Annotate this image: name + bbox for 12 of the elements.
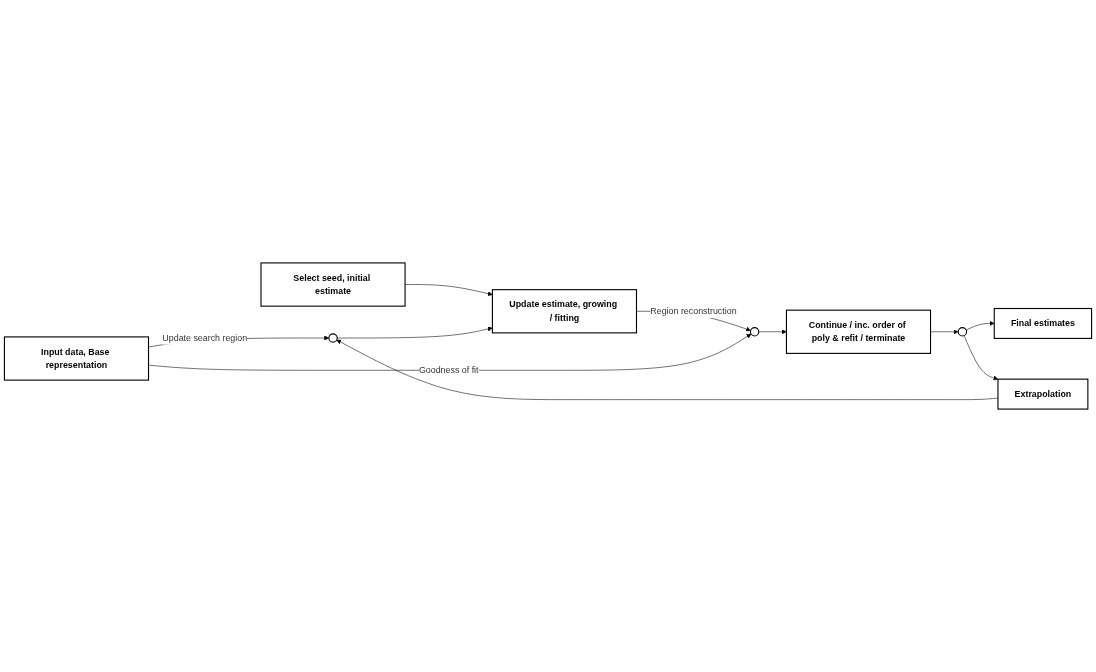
node-box: Extrapolation [997,378,1089,410]
edge-label: Update search region [162,333,248,343]
node-box: Final estimates [993,307,1093,339]
node-circle [749,327,760,337]
edge-label: Goodness of fit [418,365,479,375]
node-circle [957,327,968,337]
node-box: Continue / inc. order of poly & refit / terminate [785,309,932,354]
edge-label: Region reconstruction [650,306,737,316]
node-box: Select seed, initial estimate [260,262,406,307]
node-box: Input data, Base representation [3,336,150,381]
node-circle [328,333,338,343]
node-box: Update estimate, growing / fitting [491,289,638,334]
